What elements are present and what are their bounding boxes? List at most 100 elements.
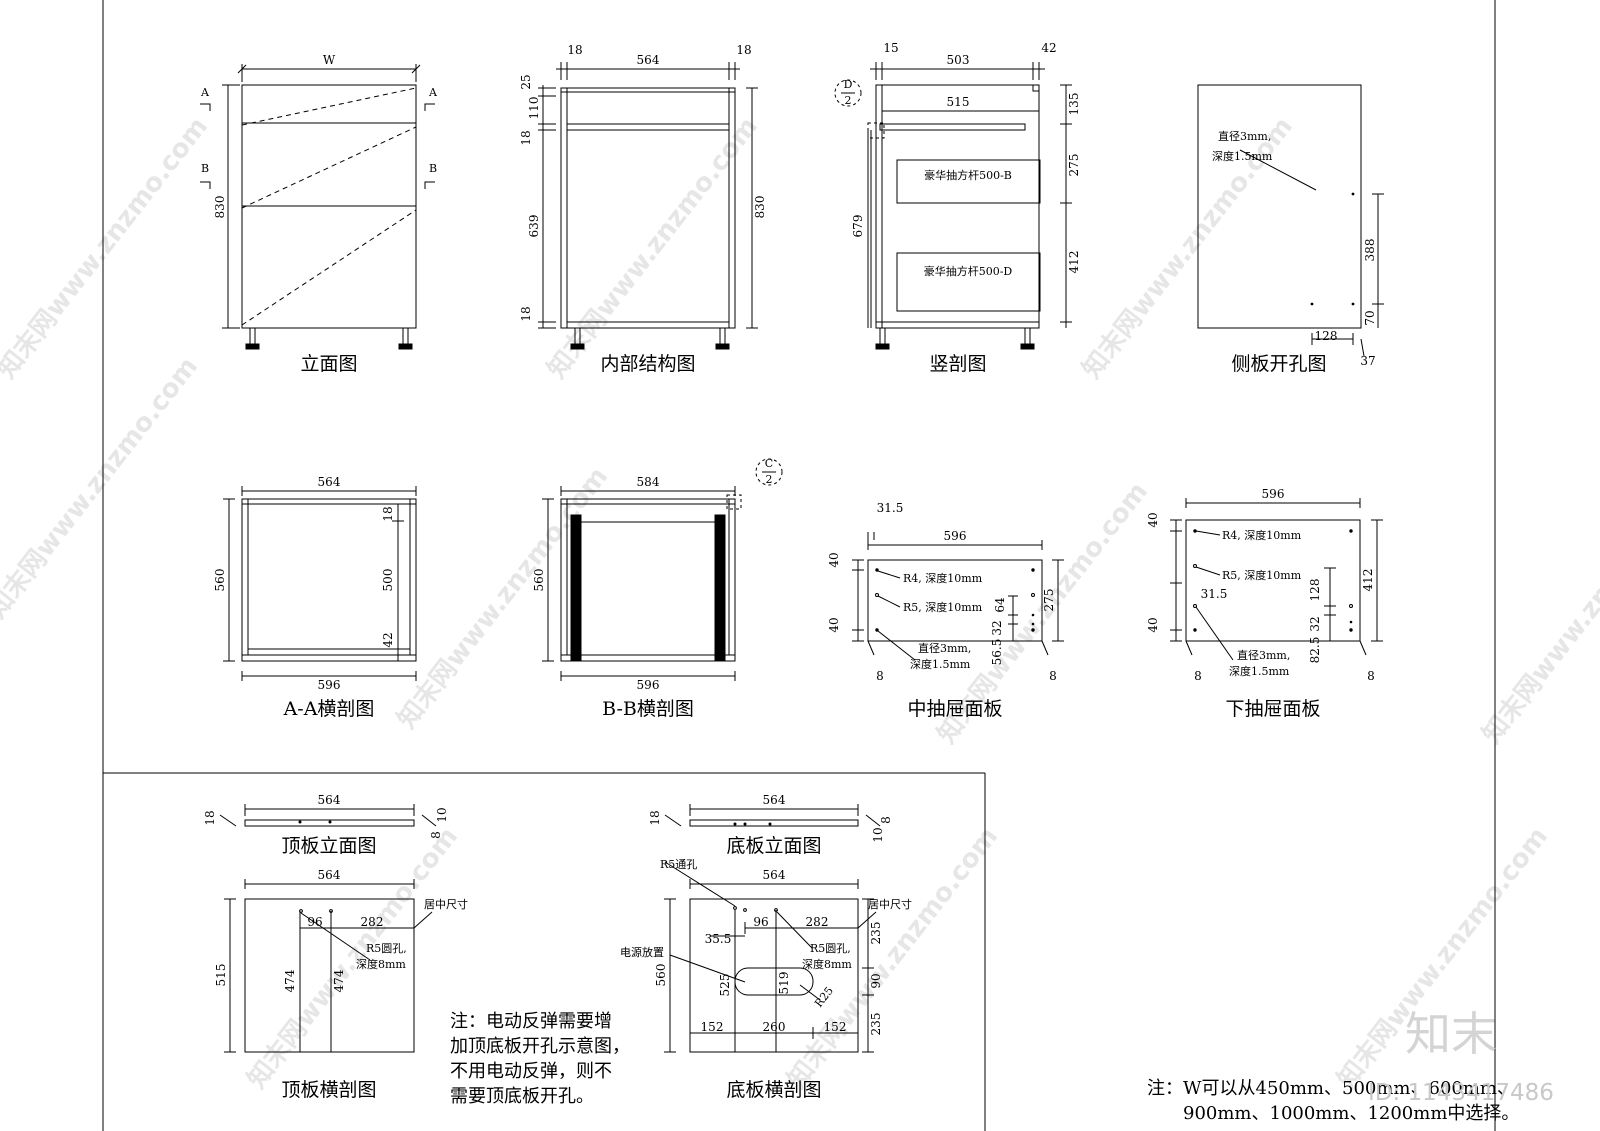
hole-spec: R5圆孔, [366, 942, 407, 955]
view-title: 顶板横剖图 [281, 1079, 376, 1101]
dim-drawer-zone: 110 [527, 97, 541, 120]
dim-handle-a: 64 [993, 597, 1007, 613]
hole-spec: 深度1.5mm [1212, 149, 1273, 163]
dim-hole-offset: 282 [806, 915, 829, 929]
note-line: 需要顶底板开孔。 [450, 1086, 594, 1107]
detail-marker-num: 2 [845, 94, 852, 107]
dim-hole-offset: 8 [429, 831, 443, 839]
section-marker-b: B [429, 162, 437, 175]
hole-spec: 深度8mm [356, 957, 406, 971]
hole-spec-r4: R4, 深度10mm [903, 571, 983, 585]
dim-slot-right: 152 [824, 1020, 847, 1034]
dim-hole-depth: 10 [871, 827, 885, 842]
elevation-view [200, 64, 435, 350]
hole-spec-r5: R5, 深度10mm [903, 600, 983, 614]
dim-top-hole: 40 [1146, 512, 1160, 527]
dim-slot-bottom: 235 [869, 1013, 883, 1036]
view-title: A-A横剖图 [283, 698, 375, 720]
power-placement-note: 电源放置 [620, 945, 664, 959]
dim-top-gap: 25 [519, 74, 533, 89]
dim-left-panel: 18 [567, 43, 582, 57]
detail-marker-d: D [844, 78, 853, 91]
detail-marker-num: 2 [766, 473, 773, 486]
section-aa-view [223, 486, 417, 681]
dim-width: 596 [1262, 487, 1285, 501]
dim-offset: 31.5 [1201, 587, 1228, 601]
rail-label-d: 豪华抽方杆500-D [924, 264, 1013, 278]
dim-hole-offset: 282 [361, 915, 384, 929]
section-bb-view [542, 458, 783, 681]
dim-height: 830 [753, 196, 767, 219]
dim-edge: 8 [1194, 669, 1202, 683]
section-marker-b: B [201, 162, 209, 175]
image-id: ID: 1143417486 [1368, 1080, 1554, 1106]
dim-width: 564 [763, 793, 786, 807]
dim-width: 564 [318, 793, 341, 807]
dim-offset: 35.5 [705, 932, 732, 946]
dim-back-offset: 37 [1360, 354, 1375, 368]
dim-thickness: 18 [648, 810, 662, 825]
center-dim-note: 居中尺寸 [424, 897, 468, 911]
dim-height: 830 [213, 196, 227, 219]
dim-bottom-offset: 70 [1363, 310, 1377, 325]
dim-right-panel: 18 [736, 43, 751, 57]
dim-edge: 8 [1049, 669, 1057, 683]
sheet-frame [102, 0, 1496, 1131]
view-title: 立面图 [300, 353, 357, 375]
hole-spec: 深度8mm [802, 957, 852, 971]
bottom-panel-plan-view [664, 861, 877, 1053]
hole-spec-r5: R5, 深度10mm [1222, 568, 1302, 582]
note-line: 加顶底板开孔示意图， [450, 1036, 630, 1057]
bottom-panel-elevation-view [664, 804, 881, 827]
dim-edge: 8 [1367, 669, 1375, 683]
dim-handle-offset: 82.5 [1308, 637, 1322, 664]
dim-hole-depth: 474 [283, 969, 297, 992]
dim-inner-width: 564 [318, 475, 341, 489]
view-title: 下抽屉面板 [1225, 698, 1320, 720]
dim-hole-spacing: 96 [307, 915, 322, 929]
dim-outer-width: 596 [637, 678, 660, 692]
top-panel-plan-view [224, 879, 433, 1053]
note-line: 注：W可以从450mm、500mm、600mm、 [1147, 1078, 1515, 1099]
dim-bottom-panel: 18 [519, 306, 533, 321]
dim-handle-b: 32 [990, 620, 1004, 635]
dim-slot-width: 260 [763, 1020, 786, 1034]
watermark-text: 知末网www.znzmo.com [0, 112, 214, 384]
dim-low-drawer: 412 [1067, 251, 1081, 274]
side-panel-hole-view [1197, 84, 1384, 357]
internal-structure-view [538, 62, 758, 350]
dim-depth: 503 [947, 53, 970, 67]
dim-top-hole: 40 [827, 552, 841, 567]
dim-back-gap: 42 [381, 632, 395, 647]
dim-slot-height: 90 [869, 973, 883, 988]
dim-depth: 560 [654, 964, 668, 987]
hole-spec: 深度1.5mm [910, 657, 971, 671]
dim-rail: 18 [519, 130, 533, 145]
top-panel-elevation-view [219, 804, 437, 827]
view-title: 底板立面图 [726, 835, 821, 857]
rail-label-b: 豪华抽方杆500-B [924, 168, 1012, 182]
dim-hole-depth: 10 [435, 807, 449, 822]
detail-marker-c: C [765, 457, 773, 470]
dim-hole-spacing: 388 [1363, 239, 1377, 262]
through-hole-note: R5通孔 [660, 858, 697, 871]
dim-width: 596 [944, 529, 967, 543]
dim-bottom-hole: 40 [1146, 617, 1160, 632]
dim-hole-depth: 525 [718, 974, 732, 997]
view-title: 内部结构图 [600, 353, 695, 375]
view-title: 顶板立面图 [281, 835, 376, 857]
hole-spec-r4: R4, 深度10mm [1222, 528, 1302, 542]
dim-lower-zone: 639 [527, 215, 541, 238]
note-line: 不用电动反弹，则不 [450, 1061, 612, 1082]
dim-thickness: 18 [203, 810, 217, 825]
section-marker-a: A [428, 86, 438, 99]
dim-bottom-hole: 40 [827, 617, 841, 632]
dim-inner-width: 564 [637, 53, 660, 67]
view-title: B-B横剖图 [602, 698, 694, 720]
watermark-text: 知末网www.znzmo.com [0, 352, 204, 624]
dim-panel-height: 412 [1361, 569, 1375, 592]
dim-width: W [323, 53, 336, 67]
dim-panel-height: 275 [1042, 589, 1056, 612]
note-line: 900mm、1000mm、1200mm中选择。 [1183, 1103, 1519, 1124]
dim-hole-spacing: 96 [753, 915, 768, 929]
